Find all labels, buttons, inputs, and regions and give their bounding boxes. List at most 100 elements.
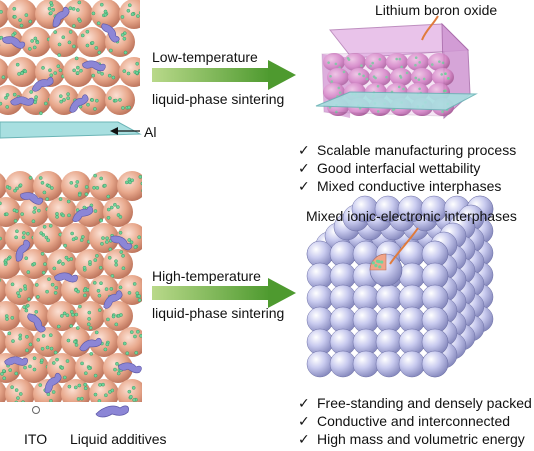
ito-dot	[78, 304, 82, 309]
ito-dot	[40, 346, 45, 351]
ito-dot	[18, 336, 22, 341]
bottom-left-particle-stack	[0, 171, 142, 402]
ito-dot	[84, 192, 89, 196]
liquid-additive	[118, 362, 142, 374]
ito-dot	[12, 92, 17, 97]
ito-dot	[26, 231, 30, 236]
ito-dot	[57, 53, 62, 57]
liquid-additive	[27, 313, 46, 333]
ito-dot	[49, 346, 54, 351]
ito-dot	[34, 310, 39, 314]
ito-dot	[28, 19, 33, 24]
electrode-particle	[0, 381, 7, 402]
ito-dot	[76, 8, 80, 12]
ito-dot	[397, 85, 401, 89]
ito-dot	[121, 106, 125, 110]
ito-dot	[118, 215, 123, 219]
ito-dot	[365, 77, 369, 81]
ito-dot	[73, 385, 78, 390]
ito-dot	[441, 61, 445, 65]
ito-dot	[21, 235, 26, 240]
ito-dot	[107, 255, 112, 260]
ito-dot	[109, 205, 114, 210]
ito-dot	[395, 57, 398, 61]
ito-dot	[99, 218, 103, 223]
ito-dot	[113, 367, 117, 372]
ito-dot	[47, 6, 52, 11]
al-foil	[0, 121, 142, 139]
ito-dot	[422, 77, 426, 81]
electrode-particle	[103, 249, 133, 279]
ito-dot	[28, 176, 33, 180]
ito-dot	[376, 110, 380, 113]
ito-dot	[48, 224, 53, 228]
electrode-particle	[117, 379, 142, 402]
ito-dot	[2, 376, 7, 380]
ito-dot	[138, 11, 140, 15]
ito-dot	[49, 11, 53, 15]
ito-dot	[47, 184, 51, 188]
ito-dot	[10, 282, 15, 287]
liquid-additive	[103, 290, 123, 309]
ito-dot	[120, 15, 125, 19]
ito-dot	[21, 400, 25, 402]
ito-dot	[69, 324, 73, 328]
ito-dot	[93, 392, 98, 397]
ito-dot	[42, 225, 47, 229]
oxide-pointer	[421, 15, 439, 41]
ito-dot	[0, 35, 4, 40]
electrode-particle	[117, 171, 142, 201]
ito-dot	[330, 80, 334, 83]
ito-dot	[66, 338, 71, 343]
ito-dot	[87, 317, 91, 321]
ito-dot	[77, 0, 82, 5]
ito-dot	[12, 208, 17, 213]
ito-dot	[97, 399, 102, 402]
ito-dot	[127, 238, 132, 242]
ito-dot	[53, 291, 58, 295]
ito-dot	[93, 173, 97, 178]
liquid-additive	[52, 6, 70, 28]
liquid-additive	[72, 206, 94, 222]
ito-dot	[62, 311, 67, 316]
ito-dot	[402, 87, 405, 91]
ito-dot	[108, 390, 112, 394]
ito-dot	[79, 238, 84, 242]
al-label: Al	[144, 124, 157, 140]
ito-dot	[88, 260, 92, 264]
ito-dot	[51, 7, 56, 12]
ito-dot	[105, 342, 110, 347]
ito-dot	[93, 107, 97, 111]
ito-dot	[44, 101, 48, 106]
ito-dot	[66, 257, 71, 262]
sphere	[329, 350, 357, 378]
ito-dot	[72, 68, 76, 73]
ito-dot	[20, 212, 24, 216]
ito-dot	[35, 40, 40, 45]
bottom-benefit-list: ✓Free-standing and densely packed✓Conduc…	[298, 394, 532, 448]
ito-dot	[80, 361, 84, 366]
ito-dot	[118, 230, 123, 235]
ito-dot	[125, 180, 129, 185]
ito-dot	[74, 288, 78, 292]
benefit-text: High mass and volumetric energy	[317, 431, 525, 447]
sphere	[352, 350, 380, 378]
ito-dot	[127, 177, 132, 182]
coated-particle	[407, 53, 429, 71]
ito-dot	[85, 43, 90, 48]
liquid-additive	[10, 96, 34, 106]
ito-dot	[34, 95, 38, 99]
ito-dot	[118, 285, 123, 290]
ito-dot	[114, 98, 118, 103]
ito-dot	[400, 65, 403, 69]
ito-dot	[57, 42, 62, 47]
ito-dot	[69, 310, 74, 314]
ito-dot	[116, 371, 121, 376]
ito-dot	[99, 176, 103, 181]
ito-dot	[0, 101, 3, 106]
ito-dot	[369, 64, 372, 68]
ito-dot	[105, 240, 109, 244]
ito-dot	[95, 186, 100, 190]
check-icon: ✓	[298, 178, 310, 194]
ito-dot	[33, 36, 38, 41]
